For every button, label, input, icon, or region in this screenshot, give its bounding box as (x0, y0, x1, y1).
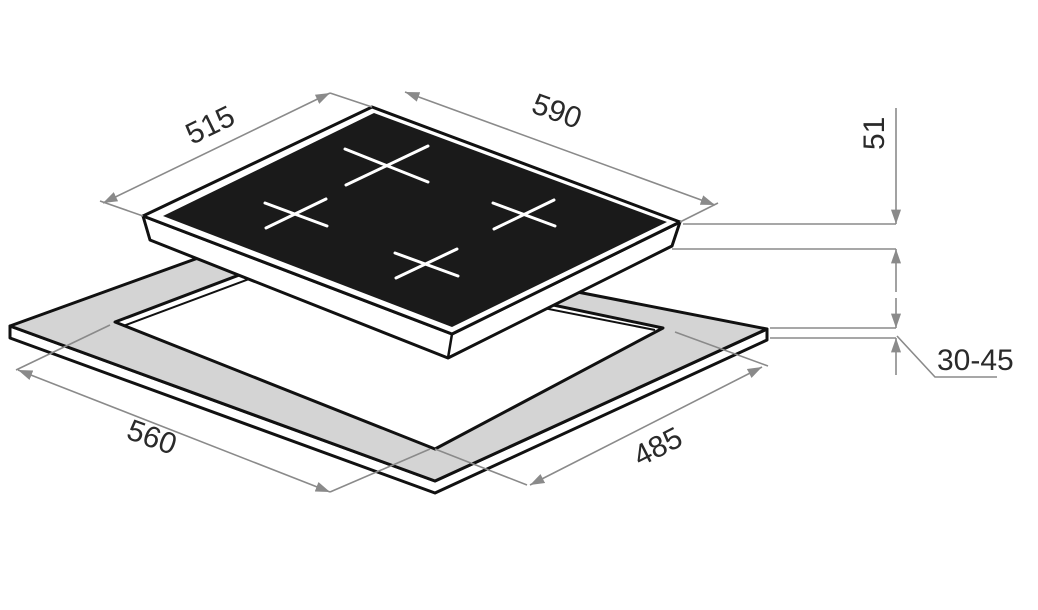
ext-line (99, 200, 144, 217)
dimension-lines (15, 91, 997, 493)
ext-line (679, 202, 719, 223)
ext-line (15, 324, 111, 371)
label-hob-height: 51 (858, 117, 891, 150)
ext-line (329, 92, 373, 108)
cooktop-side-corner (446, 333, 454, 359)
dim-485-line (529, 366, 763, 486)
ext-line (329, 448, 431, 493)
dim-515-line (102, 92, 331, 204)
leader-line (896, 335, 997, 378)
label-countertop-thickness: 30-45 (937, 344, 1014, 377)
label-hob-depth: 515 (181, 100, 240, 152)
dim-590-line (404, 91, 716, 206)
label-cutout-depth: 485 (628, 421, 688, 473)
dim-560-line (17, 369, 331, 493)
ext-line (674, 331, 769, 367)
label-cutout-width: 560 (123, 414, 181, 462)
ext-line (434, 448, 528, 486)
burner-front-left (263, 197, 329, 230)
label-hob-width: 590 (528, 88, 586, 136)
burner-front-right (393, 247, 460, 280)
